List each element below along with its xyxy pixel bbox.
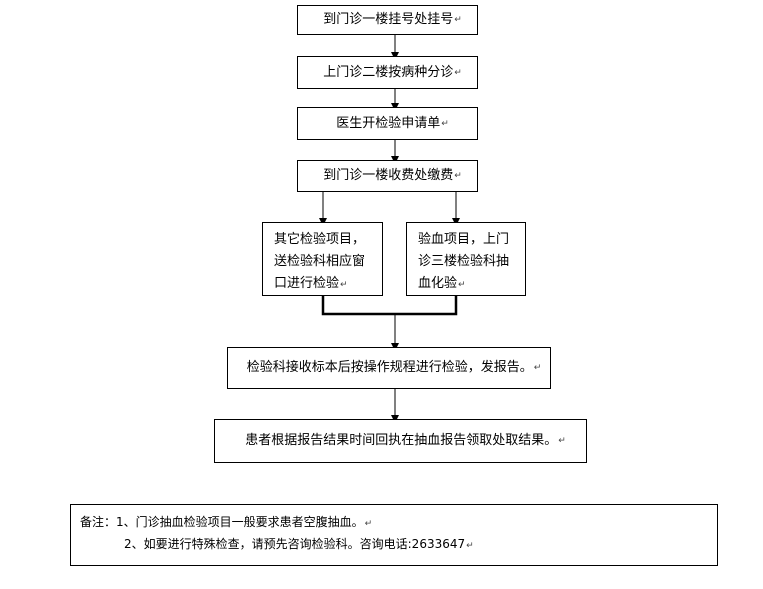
step-payment-label: 到门诊一楼收费处缴费 — [323, 168, 454, 183]
paragraph-mark-icon: ↵ — [454, 15, 462, 25]
paragraph-mark-icon: ↵ — [454, 171, 462, 181]
branch-other-line-3-text: 口进行检验 — [274, 276, 340, 291]
paragraph-mark-icon: ↵ — [441, 118, 449, 129]
paragraph-mark-icon: ↵ — [454, 67, 462, 78]
paragraph-mark-icon: ↵ — [533, 363, 542, 373]
step-request: 医生开检验申请单↵ — [297, 107, 478, 140]
notes-line-2: 2、如要进行特殊检查，请预先咨询检验科。咨询电话:2633647↵ — [124, 535, 474, 552]
notes-box: 备注：1、门诊抽血检验项目一般要求患者空腹抽血。↵ 2、如要进行特殊检查，请预先… — [70, 504, 718, 566]
step-triage: 上门诊二楼按病种分诊↵ — [297, 56, 478, 89]
branch-other-line-2: 送检验科相应窗 — [274, 254, 366, 269]
branch-blood-line-1: 验血项目，上门 — [418, 232, 510, 247]
branch-other-line-3: 口进行检验↵ — [274, 273, 374, 296]
branch-other-line-1: 其它检验项目， — [274, 232, 366, 247]
notes-line-1-text: 备注：1、门诊抽血检验项目一般要求患者空腹抽血。 — [80, 515, 364, 529]
step-register: 到门诊一楼挂号处挂号↵ — [297, 5, 478, 35]
branch-blood-tests: 验血项目，上门 诊三楼检验科抽 血化验↵ — [406, 222, 526, 296]
notes-line-2-text: 2、如要进行特殊检查，请预先咨询检验科。咨询电话:2633647 — [124, 537, 466, 551]
branch-other-tests: 其它检验项目， 送检验科相应窗 口进行检验↵ — [262, 222, 383, 296]
merge-bracket — [321, 296, 458, 316]
step-lab-process: 检验科接收标本后按操作规程进行检验，发报告。↵ — [227, 347, 551, 389]
notes-line-1: 备注：1、门诊抽血检验项目一般要求患者空腹抽血。↵ — [80, 513, 372, 530]
step-triage-label: 上门诊二楼按病种分诊 — [323, 64, 454, 80]
step-lab-process-label: 检验科接收标本后按操作规程进行检验，发报告。 — [246, 360, 533, 375]
paragraph-mark-icon: ↵ — [466, 541, 474, 551]
paragraph-mark-icon: ↵ — [364, 519, 373, 529]
branch-blood-line-3-text: 血化验 — [418, 276, 458, 291]
step-collect-results-label: 患者根据报告结果时间回执在抽血报告领取处取结果。 — [245, 433, 558, 448]
step-collect-results: 患者根据报告结果时间回执在抽血报告领取处取结果。↵ — [214, 419, 587, 463]
step-payment: 到门诊一楼收费处缴费↵ — [297, 160, 478, 192]
step-request-label: 医生开检验申请单 — [336, 115, 441, 131]
step-register-label: 到门诊一楼挂号处挂号 — [323, 12, 454, 27]
paragraph-mark-icon: ↵ — [458, 280, 466, 290]
paragraph-mark-icon: ↵ — [558, 436, 566, 446]
branch-blood-line-3: 血化验↵ — [418, 273, 517, 296]
paragraph-mark-icon: ↵ — [340, 280, 348, 290]
branch-blood-line-2: 诊三楼检验科抽 — [418, 254, 510, 269]
